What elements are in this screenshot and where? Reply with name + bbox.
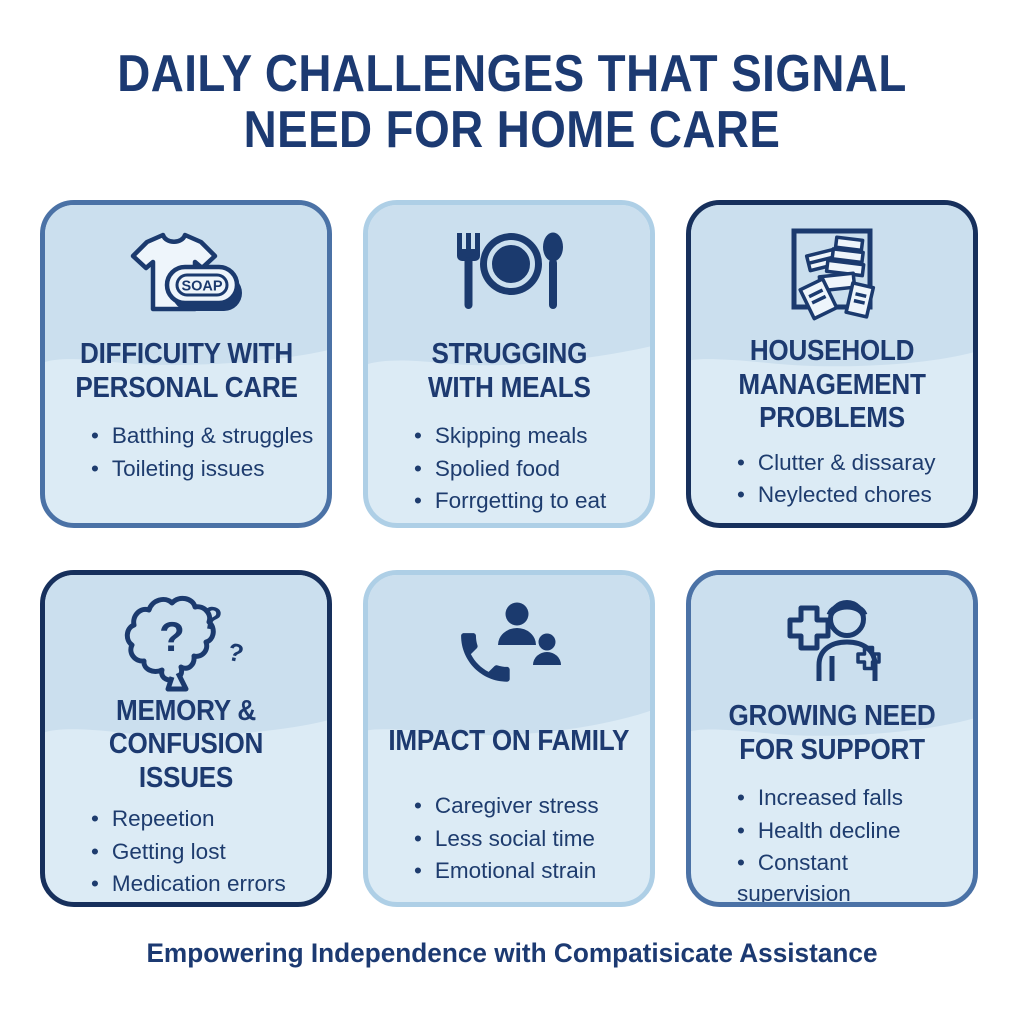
card-memory-confusion: ? ? ? MEMORY & CONFUSION ISSUES Repeetio…: [40, 570, 332, 907]
bullet-list: Repeetion Getting lost Medication errors: [45, 802, 327, 902]
card-title: STRUGGING WITH MEALS: [427, 338, 591, 404]
bullet-item: Batthing & struggles: [91, 421, 319, 452]
card-title: IMPACT ON FAMILY: [388, 725, 630, 758]
card-title: MEMORY & CONFUSION ISSUES: [108, 694, 264, 794]
card-meals: STRUGGING WITH MEALS Skipping meals Spol…: [363, 200, 655, 528]
bullet-item: Medication errors: [91, 869, 319, 900]
card-content: ? ? ? MEMORY & CONFUSION ISSUES Repeetio…: [45, 575, 327, 902]
bullet-item: Skipping meals: [414, 421, 642, 452]
bullet-item: Getting lost: [91, 837, 319, 868]
caregiver-medical-cross-icon: [768, 593, 896, 693]
bullet-list: Increased falls Health decline Constant …: [691, 781, 973, 902]
cluttered-box-icon: [768, 223, 896, 331]
card-top-wave: [691, 575, 973, 736]
bullet-list: Skipping meals Spolied food Forrgetting …: [368, 419, 650, 519]
card-growing-need-support: GROWING NEED FOR SUPPORT Increased falls…: [686, 570, 978, 907]
question-mark: ?: [159, 613, 185, 660]
bullet-item: Clutter & dissaray: [737, 448, 965, 479]
meal-cutlery-plate-icon: [445, 223, 573, 331]
bullet-item: Increased falls: [737, 783, 965, 814]
card-title: HOUSEHOLD MANAGEMENT PROBLEMS: [738, 335, 926, 435]
soap-label: SOAP: [181, 279, 222, 295]
bullet-item: Forrgetting to eat: [414, 486, 642, 517]
bullet-item: Constant supervision: [737, 848, 965, 902]
card-content: IMPACT ON FAMILY Caregiver stress Less s…: [368, 575, 650, 902]
bullet-item: Caregiver stress: [414, 791, 642, 822]
bullet-item: Health decline: [737, 816, 965, 847]
question-mark: ?: [199, 599, 225, 638]
bullet-item: Emotional strain: [414, 856, 642, 887]
page-title: DAILY CHALLENGES THAT SIGNAL NEED FOR HO…: [117, 45, 907, 160]
card-title: DIFFICUITY WITH PERSONAL CARE: [74, 338, 298, 404]
card-top-wave: [368, 575, 650, 736]
cards-grid: SOAP DIFFICUITY WITH PERSONAL CARE Batth…: [40, 200, 978, 907]
card-content: SOAP DIFFICUITY WITH PERSONAL CARE Batth…: [45, 205, 327, 523]
bullet-item: Less social time: [414, 824, 642, 855]
card-title: GROWING NEED FOR SUPPORT: [728, 700, 936, 766]
card-impact-on-family: IMPACT ON FAMILY Caregiver stress Less s…: [363, 570, 655, 907]
bullet-item: Neylected chores: [737, 480, 965, 511]
card-household-management: HOUSEHOLD MANAGEMENT PROBLEMS Clutter & …: [686, 200, 978, 528]
bullet-list: Batthing & struggles Toileting issues: [45, 419, 327, 486]
tshirt-soap-icon: SOAP: [122, 223, 250, 331]
card-content: STRUGGING WITH MEALS Skipping meals Spol…: [368, 205, 650, 523]
question-mark: ?: [225, 638, 246, 669]
card-content: GROWING NEED FOR SUPPORT Increased falls…: [691, 575, 973, 902]
brain-question-marks-icon: ? ? ?: [122, 593, 250, 694]
card-personal-care: SOAP DIFFICUITY WITH PERSONAL CARE Batth…: [40, 200, 332, 528]
bullet-item: Repeetion: [91, 804, 319, 835]
bullet-item: Toileting issues: [91, 454, 319, 485]
bullet-list: Caregiver stress Less social time Emotio…: [368, 789, 650, 889]
bullet-item: Spolied food: [414, 454, 642, 485]
bullet-list: Clutter & dissaray Neylected chores: [691, 446, 973, 513]
card-content: HOUSEHOLD MANAGEMENT PROBLEMS Clutter & …: [691, 205, 973, 523]
phone-family-icon: [445, 593, 573, 701]
footer-tagline: Empowering Independence with Compatisica…: [146, 938, 878, 968]
